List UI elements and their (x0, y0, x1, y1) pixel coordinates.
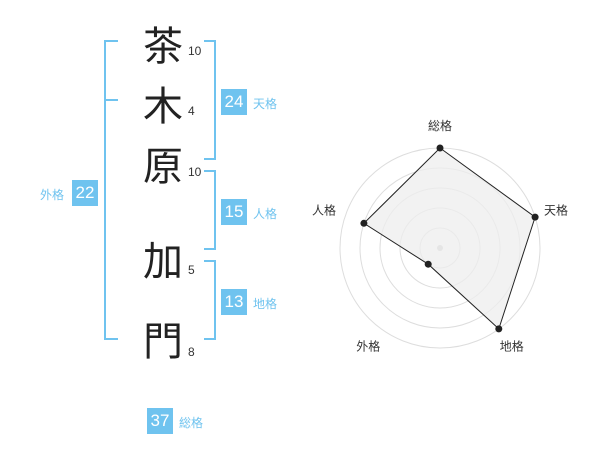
tenkaku-value: 24 (221, 89, 247, 115)
radar-axis-label-5: 人格 (312, 202, 336, 217)
gaikaku-label: 外格 (40, 188, 65, 202)
name-char-5: 門 (143, 319, 183, 365)
chikaku-bracket (204, 260, 216, 340)
stroke-count-3: 10 (188, 165, 202, 179)
radar-axis-label-3: 地格 (500, 339, 524, 354)
stroke-count-2: 4 (188, 104, 195, 118)
jinkaku-label: 人格 (253, 207, 278, 221)
stroke-count-1: 10 (188, 44, 202, 58)
radar-axis-label-1: 総格 (428, 118, 452, 133)
name-char-2: 木 (143, 84, 183, 130)
stroke-count-4: 5 (188, 263, 195, 277)
chikaku-label: 地格 (253, 297, 278, 311)
name-char-3: 原 (143, 144, 183, 190)
gaikaku-value: 22 (72, 180, 98, 206)
radar-point-1 (436, 144, 444, 152)
gaikaku-bracket-tick (104, 99, 118, 101)
tenkaku-label: 天格 (253, 97, 278, 111)
name-char-1: 茶 (143, 24, 183, 70)
radar-point-4 (424, 260, 432, 268)
stroke-count-5: 8 (188, 345, 195, 359)
name-char-4: 加 (143, 239, 183, 285)
soukaku-value: 37 (147, 408, 173, 434)
radar-axis-label-2: 天格 (544, 202, 568, 217)
chikaku-value: 13 (221, 289, 247, 315)
radar-point-2 (531, 213, 539, 221)
gaikaku-bracket (104, 40, 118, 340)
radar-point-5 (360, 219, 368, 227)
radar-series-area (363, 147, 536, 330)
radar-axis-label-4: 外格 (356, 339, 380, 354)
radar-point-3 (495, 325, 503, 333)
jinkaku-bracket (204, 170, 216, 250)
jinkaku-value: 15 (221, 199, 247, 225)
tenkaku-bracket (204, 40, 216, 160)
soukaku-label: 総格 (179, 416, 204, 430)
